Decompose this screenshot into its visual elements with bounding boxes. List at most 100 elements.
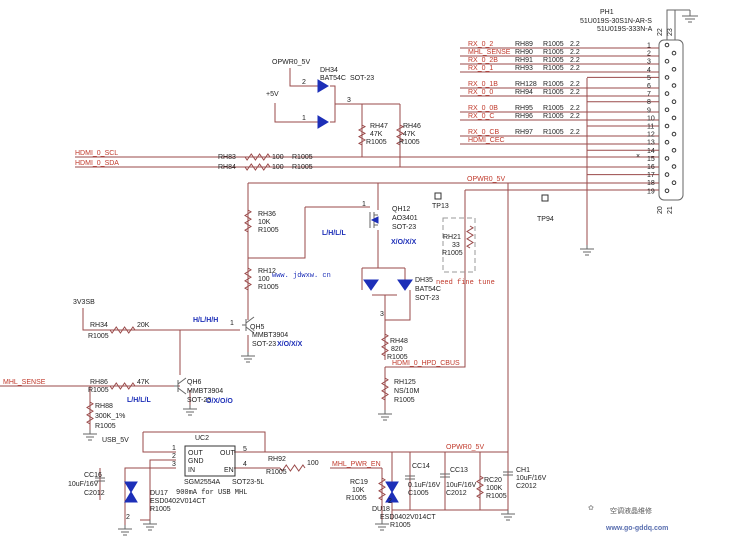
connector-pin[interactable] (664, 75, 670, 80)
rh36-zigzag (244, 209, 252, 233)
rh46-val: 47K (403, 131, 416, 138)
connector-pin[interactable] (664, 42, 670, 48)
connector-pin[interactable] (664, 188, 670, 194)
dh35-pin3: 3 (380, 311, 384, 318)
ground-icon (378, 410, 392, 421)
rh12-ref: RH12 (258, 268, 276, 275)
connector-pin[interactable] (671, 115, 677, 121)
rh47-val: 47K (370, 131, 383, 138)
row-res-pkg: R1005 (543, 89, 564, 96)
rh21-zigzag (466, 225, 474, 249)
connector-pin[interactable] (671, 50, 677, 56)
dh34-val: BAT54C (320, 75, 346, 82)
qh5-val: MMBT3904 (252, 332, 288, 339)
connector-pin[interactable] (671, 148, 677, 153)
rh48-zigzag (381, 333, 389, 357)
connector-pin[interactable] (671, 164, 677, 169)
tp94-pad[interactable] (541, 194, 549, 202)
tp13-ref: TP13 (432, 203, 449, 210)
tp94-ref: TP94 (537, 216, 554, 223)
connector-pin[interactable] (664, 139, 670, 145)
rh84-ref: RH84 (218, 164, 236, 171)
rh125-zigzag (381, 377, 389, 401)
qh6-drive: L/H/L/L (127, 397, 151, 404)
qh6-pkg: SOT-23 (187, 397, 211, 404)
pin-label: 5 (647, 75, 651, 82)
connector-pin[interactable] (664, 91, 670, 96)
pin-label: 11 (647, 124, 654, 131)
rh88-ref: RH88 (95, 403, 113, 410)
net-5v: +5V (266, 91, 279, 98)
rh48-ref: RH48 (390, 338, 408, 345)
pin-label: 3 (647, 59, 651, 66)
connector-pin[interactable] (664, 123, 670, 129)
row-net-label: RX_0_1B (468, 81, 498, 88)
row-net-label: RX_0_0 (468, 89, 493, 96)
ground-icon (241, 352, 255, 363)
connector-pin[interactable] (664, 156, 670, 161)
net-usb5v: USB_5V (102, 437, 129, 444)
row-res-val: 2.2 (570, 65, 580, 72)
qh5-transistor (242, 316, 255, 334)
connector-pin[interactable] (664, 172, 670, 177)
rh12-val: 100 (258, 276, 270, 283)
dh34-pkg: SOT-23 (350, 75, 374, 82)
rh34-zigzag (109, 326, 136, 334)
row-res-ref: RH94 (515, 89, 533, 96)
qh5-pkg: SOT-23 (252, 341, 276, 348)
qh12-pin1: 1 (362, 201, 366, 208)
connector-pin[interactable] (664, 107, 670, 113)
connector-pin[interactable] (671, 131, 677, 137)
du18-ref: DU18 (372, 506, 390, 513)
rh47-pkg: R1005 (366, 139, 387, 146)
row-res-val: 2.2 (570, 113, 580, 120)
rh48-pkg: R1005 (387, 354, 408, 361)
connector-pin[interactable] (671, 67, 677, 72)
dh34-pin2: 2 (302, 79, 306, 86)
connector-pin[interactable] (664, 58, 670, 64)
row-res-ref: RH97 (515, 129, 533, 136)
pin-20: 20 (657, 206, 664, 214)
connector-pin[interactable] (671, 99, 677, 104)
qh5-pin1: 1 (230, 320, 234, 327)
cc14-pkg: C1005 (408, 490, 429, 497)
du17-val: ESD0402V014CT (150, 498, 206, 505)
row-res-val: 2.2 (570, 129, 580, 136)
row-res-pkg: R1005 (543, 65, 564, 72)
connector-pin[interactable] (671, 180, 677, 185)
connector-ref: PH1 (600, 9, 614, 16)
uc2-body (184, 445, 236, 477)
uc2-ref: UC2 (195, 435, 209, 442)
row-res-pkg: R1005 (543, 41, 564, 48)
cc13-ref: CC13 (450, 467, 468, 474)
ground-icon (118, 525, 132, 536)
row-net-label: RX_0_C (468, 113, 494, 120)
rc19-pkg: R1005 (346, 495, 367, 502)
uc2-pin5: 5 (243, 446, 247, 453)
cc14-val: 0.1uF/16V (408, 482, 441, 489)
row-res-ref: RH93 (515, 65, 533, 72)
row-net-label: RX_0_0B (468, 105, 498, 112)
qh12-state: X/O/X/X (391, 239, 417, 246)
cc13-pkg: C2012 (446, 490, 467, 497)
rh36-val: 10K (258, 219, 271, 226)
rh125-ref: RH125 (394, 379, 416, 386)
rh46-zigzag (395, 124, 405, 146)
du18-pkg: R1005 (390, 522, 411, 529)
rh84-val: 100 (272, 164, 284, 171)
tp13-pad[interactable] (434, 192, 442, 200)
rh34-ref: RH34 (90, 322, 108, 329)
du18-tvs (385, 481, 399, 503)
qh12-drive: L/H/L/L (322, 230, 346, 237)
rh34-val: 20K (137, 322, 150, 329)
du18-val: ESD0402V014CT (380, 514, 436, 521)
connector-pin[interactable] (671, 83, 677, 88)
rh86-zigzag (109, 382, 136, 390)
pin-label: 10 (647, 115, 655, 122)
pin-label: 16 (647, 164, 655, 171)
wires (0, 9, 698, 525)
rh88-pkg: R1005 (95, 423, 116, 430)
du17-tvs (124, 481, 138, 503)
ground-symbols (83, 245, 594, 536)
